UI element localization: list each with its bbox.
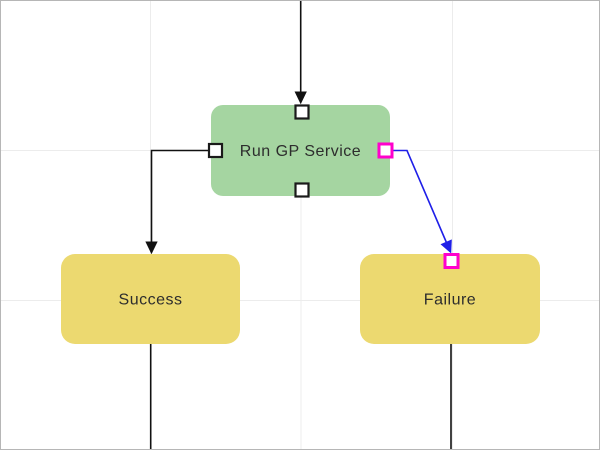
node-success-shape[interactable] — [61, 254, 240, 344]
port-run-gp-service-left[interactable] — [207, 142, 224, 159]
node-success-label: Success — [119, 292, 183, 309]
ports — [207, 104, 460, 269]
node-run-gp-service[interactable]: Run GP Service — [211, 105, 390, 196]
node-failure[interactable]: Failure — [360, 254, 540, 344]
port-run-gp-service-right-selected[interactable] — [377, 142, 394, 159]
node-run-gp-service-shape[interactable] — [211, 105, 390, 196]
node-success[interactable]: Success — [61, 254, 240, 344]
node-run-gp-service-label: Run GP Service — [240, 143, 361, 160]
node-failure-label: Failure — [424, 292, 476, 309]
link-run-gp-service-to-failure[interactable] — [392, 149, 452, 254]
links — [145, 0, 452, 450]
link-run-gp-service-to-success[interactable] — [145, 149, 209, 255]
node-failure-shape[interactable] — [360, 254, 540, 344]
port-run-gp-service-bottom[interactable] — [294, 182, 310, 198]
port-run-gp-service-top[interactable] — [294, 104, 310, 120]
port-failure-top-selected[interactable] — [443, 253, 460, 269]
nodes: Run GP Service Success Failure — [61, 105, 540, 344]
